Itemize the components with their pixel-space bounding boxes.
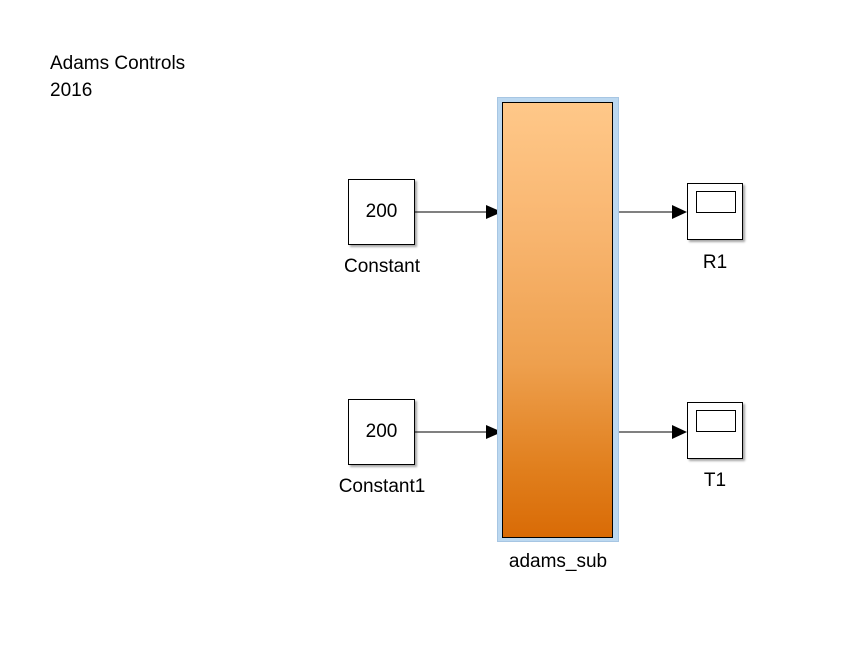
scope-t1-block[interactable]: [687, 402, 743, 459]
constant-value: 200: [365, 201, 398, 222]
scope-r1-block[interactable]: [687, 183, 743, 240]
annotation-line-1: Adams Controls: [50, 53, 186, 74]
model-annotation: Adams Controls 2016: [50, 50, 185, 104]
scope-t1-label[interactable]: T1: [703, 470, 727, 491]
scope-screen-icon: [696, 410, 736, 432]
scope-r1-label[interactable]: R1: [702, 252, 728, 273]
constant1-block-label[interactable]: Constant1: [338, 476, 426, 497]
subsystem-label[interactable]: adams_sub: [508, 551, 608, 572]
constant-block[interactable]: 200: [348, 179, 415, 245]
constant-block-label[interactable]: Constant: [343, 256, 421, 277]
arrow-head-icon: [672, 425, 687, 439]
adams-sub-subsystem-block[interactable]: [502, 102, 613, 538]
constant1-block[interactable]: 200: [348, 399, 415, 465]
arrow-head-icon: [672, 205, 687, 219]
scope-screen-icon: [696, 191, 736, 213]
annotation-line-2: 2016: [50, 80, 93, 101]
constant1-value: 200: [365, 421, 398, 442]
